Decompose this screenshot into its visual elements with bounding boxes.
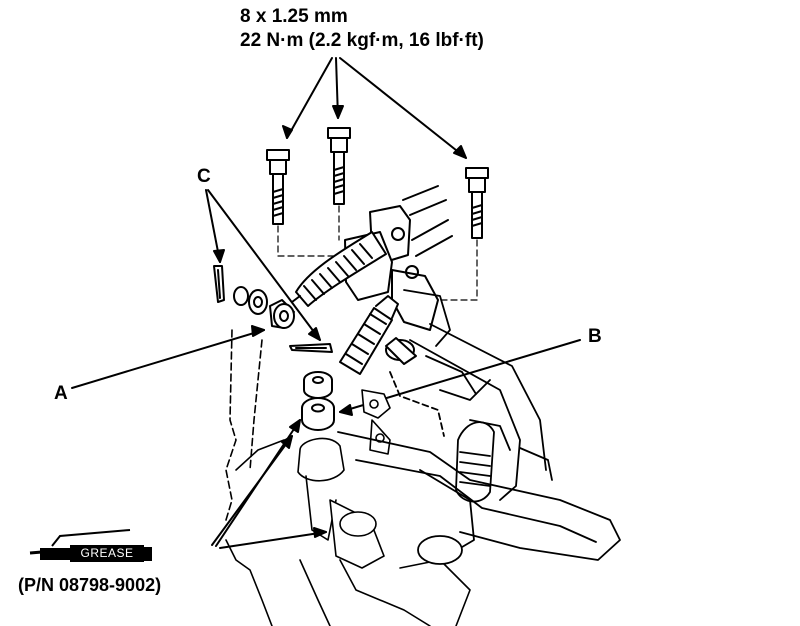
cotter-pin-icon — [289, 343, 333, 353]
torque-spec: 22 N·m (2.2 kgf·m, 16 lbf·ft) — [240, 30, 484, 51]
bolt-icon — [327, 127, 351, 205]
bolt-leader-lines — [282, 57, 467, 159]
grease-part-number: (P/N 08798-9002) — [18, 575, 162, 595]
bushing-a — [269, 299, 295, 329]
bolt-icon — [465, 167, 489, 239]
bolt-icon — [266, 149, 290, 225]
callout-b: B — [588, 326, 602, 347]
washer-icon — [303, 371, 333, 399]
cotter-pin-icon — [213, 265, 225, 303]
shift-lever-assembly — [337, 289, 621, 565]
callout-c: C — [197, 166, 211, 187]
callout-a: A — [54, 383, 68, 404]
grease-label: GREASE — [70, 545, 144, 562]
cable-boot-icon — [291, 231, 387, 307]
callout-leaders — [71, 189, 581, 549]
cable-boot-icon — [339, 295, 399, 375]
bushing-b — [301, 397, 335, 431]
washer-icon — [233, 286, 268, 315]
cable-boot-icon — [385, 337, 417, 365]
grease-tube-icon — [29, 529, 152, 561]
bolt-size-spec: 8 x 1.25 mm — [240, 6, 348, 27]
